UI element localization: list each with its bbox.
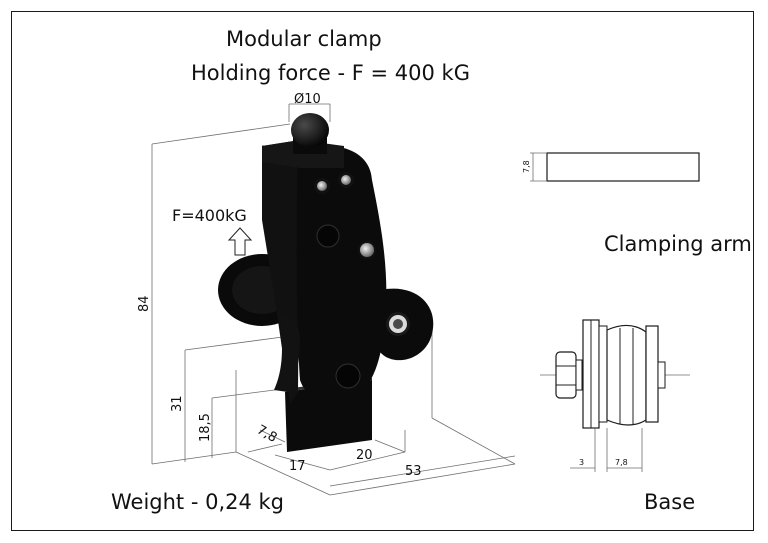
clamping-arm-drawing: [530, 152, 700, 182]
clamping-arm-label: Clamping arm: [604, 232, 752, 256]
dim-length-53: 53: [405, 464, 422, 479]
dim-base-7-8: 7,8: [615, 458, 628, 467]
force-label: F=400kG: [172, 206, 247, 225]
dim-depth-7-8: 7,8: [254, 422, 279, 445]
dim-height-31: 31: [170, 395, 185, 412]
dim-base-3: 3: [579, 458, 584, 467]
weight-text: Weight - 0,24 kg: [111, 490, 284, 514]
base-label: Base: [644, 490, 695, 514]
dim-arm-thickness: 7,8: [522, 160, 531, 173]
dim-width-17: 17: [289, 459, 306, 474]
holding-force-text: Holding force - F = 400 kG: [191, 61, 470, 85]
drawing-title: Modular clamp: [226, 27, 382, 51]
base-side-drawing: [540, 319, 690, 472]
clamp-illustration: [218, 113, 434, 452]
dim-pin-diameter: Ø10: [294, 92, 321, 107]
force-arrow-icon: [227, 227, 253, 256]
dim-width-20: 20: [356, 448, 373, 463]
dim-height-18-5: 18,5: [198, 413, 213, 442]
dimension-lines: [151, 103, 516, 496]
dim-height-total: 84: [137, 295, 152, 312]
